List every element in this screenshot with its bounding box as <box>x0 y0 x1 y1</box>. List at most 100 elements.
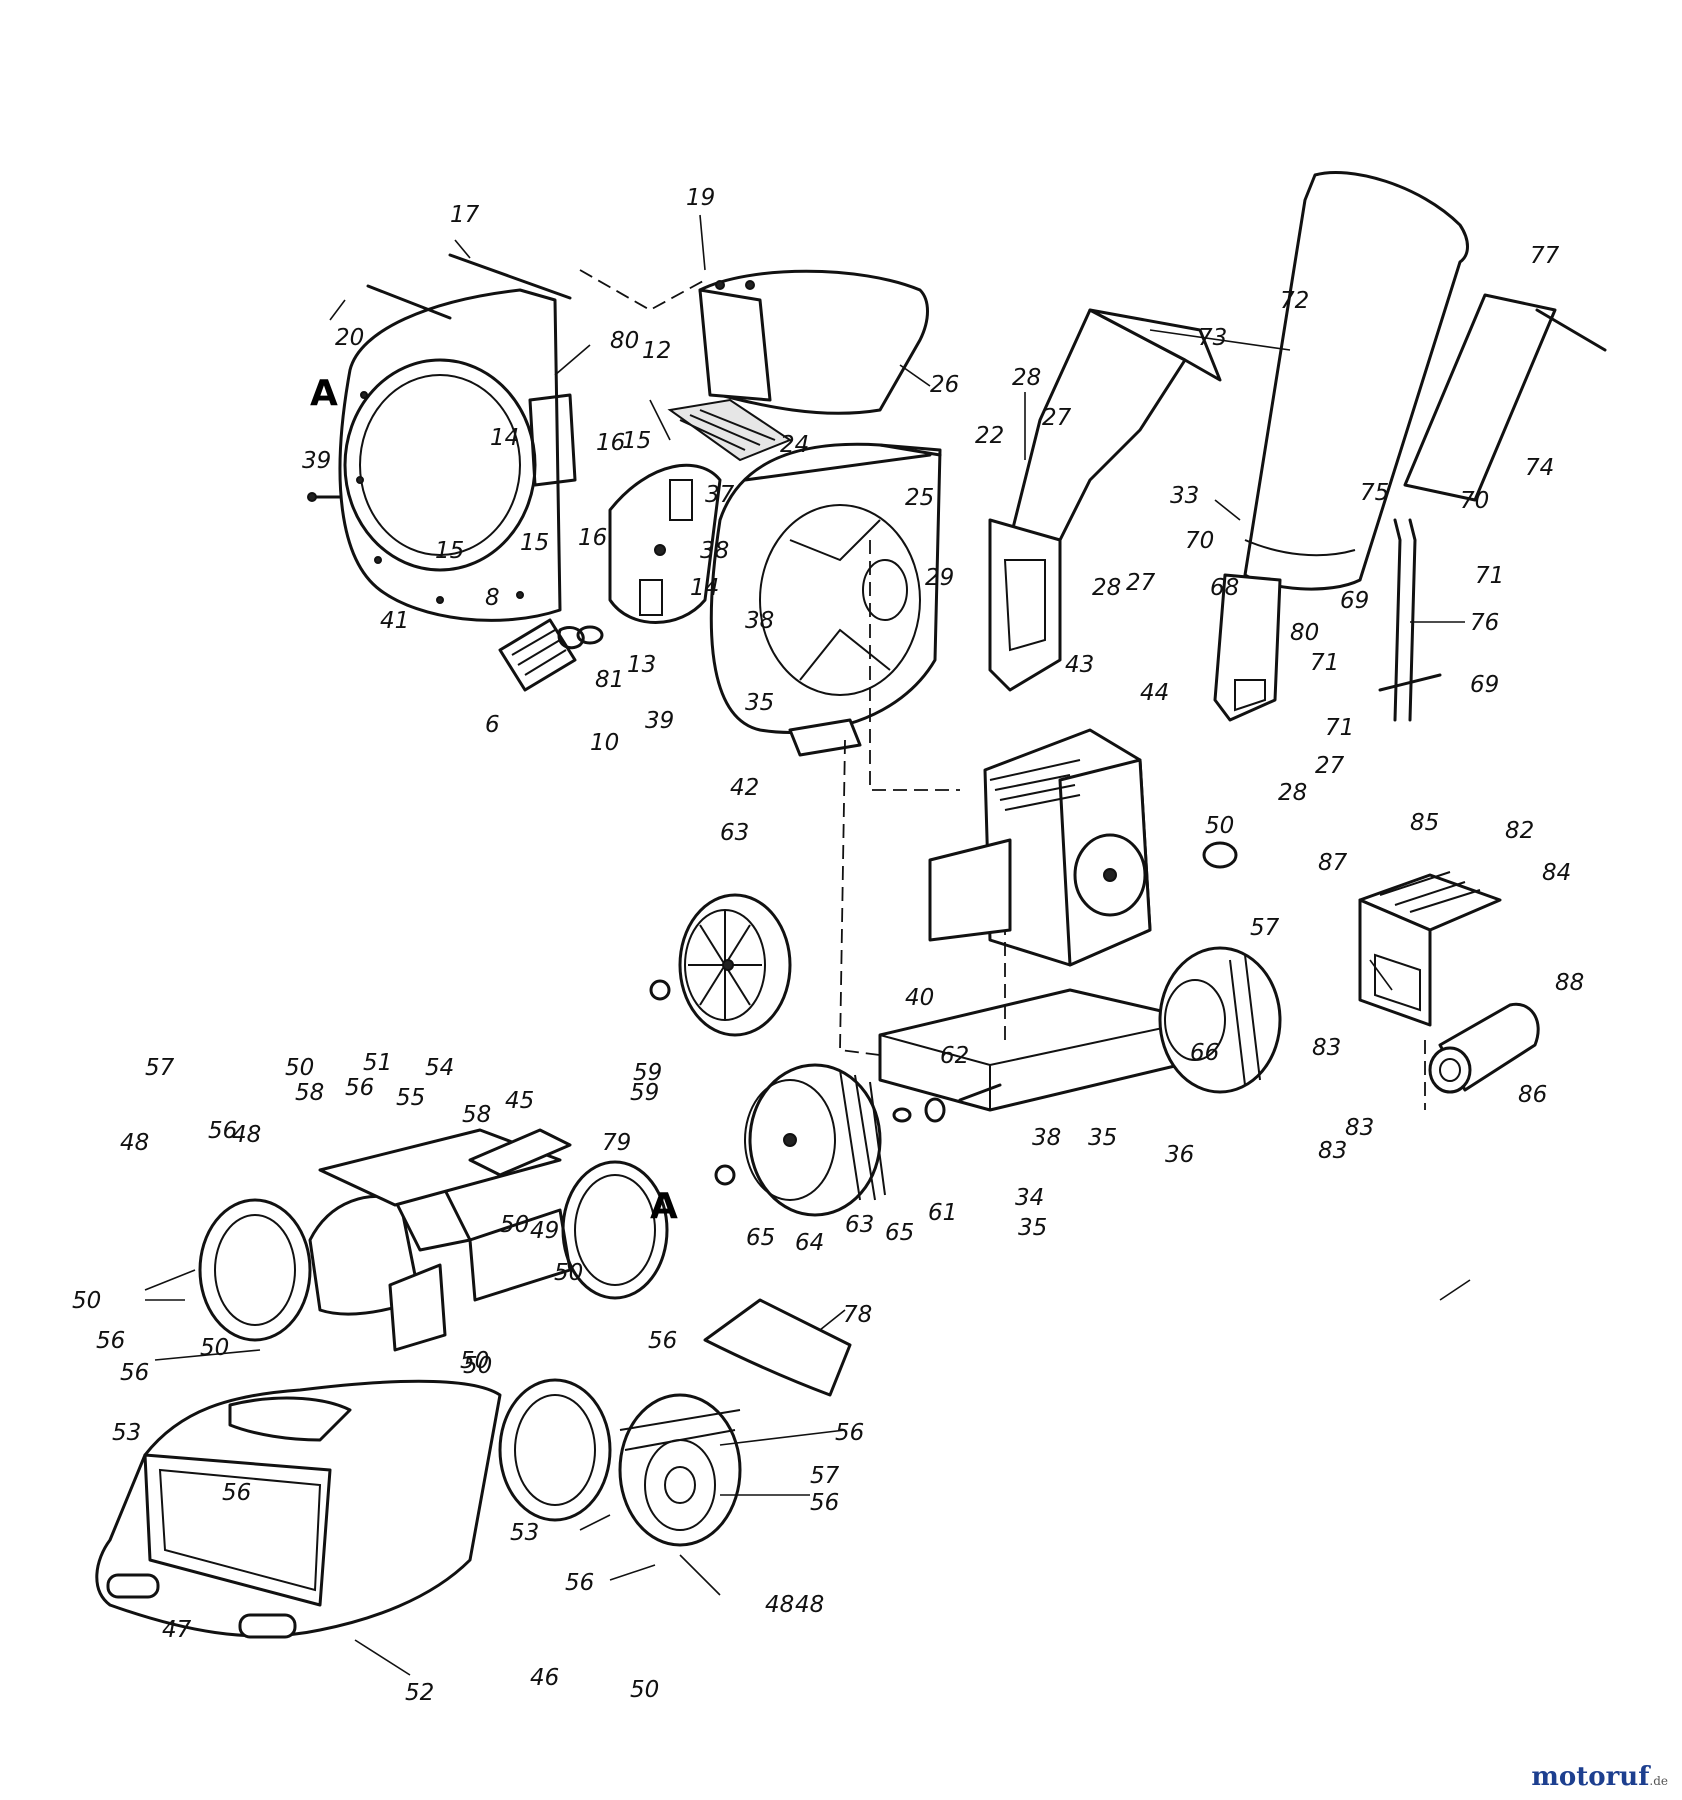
part-label: 16 <box>596 430 625 456</box>
part-label: 25 <box>905 485 934 511</box>
part-label: 58 <box>295 1080 324 1106</box>
bearing-block-6 <box>498 618 577 692</box>
part-label: 53 <box>112 1420 141 1446</box>
lower-wheel-right <box>618 1393 742 1547</box>
part-label: 72 <box>1280 288 1309 314</box>
part-label: 35 <box>745 690 774 716</box>
wheel-64 <box>744 1063 886 1217</box>
part-label: 10 <box>590 730 619 756</box>
part-label: 75 <box>1360 480 1389 506</box>
engine-44 <box>928 728 1152 967</box>
nut-59-lower <box>714 1164 736 1186</box>
part-label: 79 <box>602 1130 631 1156</box>
part-label: 40 <box>905 985 934 1011</box>
section-mark-a-bottom: A <box>650 1186 678 1227</box>
part-label: 83 <box>1345 1115 1374 1141</box>
rod-77 <box>1535 308 1607 352</box>
chute-33 <box>988 308 1222 692</box>
part-label: 48 <box>232 1122 261 1148</box>
part-label: 74 <box>1525 455 1554 481</box>
part-label: 59 <box>633 1060 662 1086</box>
washer-65-right <box>892 1107 912 1123</box>
watermark-suffix: .de <box>1649 1774 1668 1788</box>
routing-line-3 <box>579 269 706 312</box>
watermark-logo: motoruf.de <box>1531 1762 1668 1792</box>
housing-half-42 <box>709 442 942 757</box>
part-label: 59 <box>630 1080 659 1106</box>
part-label: 29 <box>925 565 954 591</box>
routing-line-1 <box>839 739 881 1056</box>
part-label: 14 <box>490 425 519 451</box>
deflector-26 <box>698 269 929 415</box>
part-label: 50 <box>460 1348 489 1374</box>
part-label: 24 <box>780 432 809 458</box>
part-label: 43 <box>1065 652 1094 678</box>
part-label: 28 <box>1012 365 1041 391</box>
part-label: 50 <box>1205 813 1234 839</box>
brace-69 <box>1378 673 1442 692</box>
part-label: 42 <box>730 775 759 801</box>
plate-81 <box>576 625 604 645</box>
part-label: 70 <box>1460 488 1489 514</box>
part-label: 8 <box>485 585 500 611</box>
part-label: 50 <box>285 1055 314 1081</box>
part-label: 48 <box>765 1592 794 1618</box>
part-label: 44 <box>1140 680 1169 706</box>
liner-74 <box>1403 293 1557 502</box>
part-label: 28 <box>1092 575 1121 601</box>
leader-lines <box>144 214 1471 1676</box>
part-label: 15 <box>435 538 464 564</box>
part-label: 57 <box>810 1463 840 1489</box>
wheel-63-upper <box>678 893 792 1037</box>
housing-half-41 <box>338 288 562 622</box>
part-label: 66 <box>1190 1040 1219 1066</box>
lower-wheel-left <box>498 1378 612 1522</box>
part-label: 82 <box>1505 818 1534 844</box>
cover-78 <box>703 1298 852 1397</box>
part-label: 57 <box>1250 915 1280 941</box>
part-label: 76 <box>1470 610 1499 636</box>
part-label: 46 <box>530 1665 559 1691</box>
nut-59-upper <box>649 979 671 1001</box>
part-label: 48 <box>795 1592 824 1618</box>
part-label: 28 <box>1278 780 1307 806</box>
part-label: 54 <box>425 1055 454 1081</box>
part-label: 17 <box>450 202 480 228</box>
part-label: 50 <box>463 1353 492 1379</box>
part-label: 56 <box>96 1328 125 1354</box>
handle-76 <box>1393 518 1417 722</box>
part-label: 34 <box>1015 1185 1044 1211</box>
part-label: 56 <box>648 1328 677 1354</box>
part-label: 12 <box>642 338 671 364</box>
part-label: 70 <box>1185 528 1214 554</box>
part-label: 50 <box>554 1260 583 1286</box>
part-label: 41 <box>380 608 409 634</box>
part-label: 15 <box>520 530 549 556</box>
part-label: 65 <box>746 1225 775 1251</box>
part-label: 68 <box>1210 575 1239 601</box>
rotor-plate-12 <box>608 463 722 624</box>
rod-20 <box>366 284 452 320</box>
part-label: 39 <box>645 708 674 734</box>
part-label: 69 <box>1470 672 1499 698</box>
part-label: 56 <box>208 1118 237 1144</box>
muffler-88 <box>1428 1002 1540 1094</box>
plate-45 <box>468 1128 572 1177</box>
spacer-61 <box>924 1097 946 1123</box>
part-label: 61 <box>928 1200 957 1226</box>
part-label: 22 <box>975 423 1004 449</box>
part-label: 88 <box>1555 970 1584 996</box>
part-label: 71 <box>1325 715 1354 741</box>
part-label: 47 <box>162 1617 192 1643</box>
part-label: 27 <box>1042 405 1072 431</box>
part-label: 56 <box>345 1075 374 1101</box>
part-label: 56 <box>222 1480 251 1506</box>
part-label: 63 <box>845 1212 874 1238</box>
part-label: 51 <box>363 1050 392 1076</box>
part-labels: 6 8 10 12 13 14 14 15 15 15 16 16 17 19 … <box>72 185 1584 1706</box>
part-label: 19 <box>686 185 715 211</box>
hopper-73 <box>1213 170 1469 722</box>
guard-87 <box>1358 871 1502 1027</box>
hood-52 <box>95 1379 502 1639</box>
